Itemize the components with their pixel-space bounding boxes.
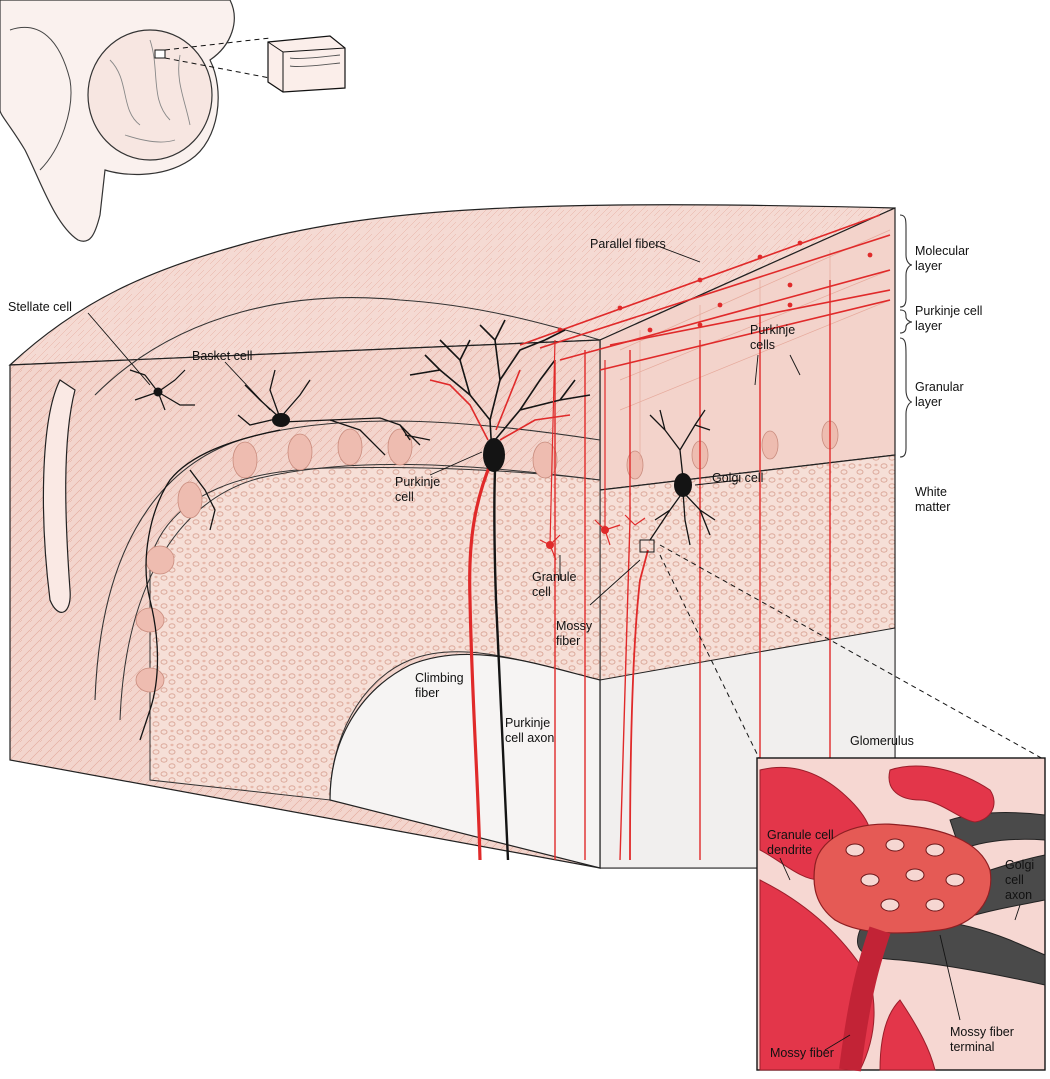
layer-label-molecular: Molecular layer bbox=[915, 244, 969, 274]
inset-title: Glomerulus bbox=[850, 734, 914, 749]
glomerulus-inset bbox=[757, 758, 1045, 1070]
label-mossy-fiber: Mossy fiber bbox=[556, 619, 592, 649]
brain-overview bbox=[0, 0, 345, 241]
label-purkinje-cells: Purkinje cells bbox=[750, 323, 795, 353]
label-basket-cell: Basket cell bbox=[192, 349, 252, 364]
layer-brackets bbox=[900, 215, 912, 457]
inset-label-mossy-fiber: Mossy fiber bbox=[770, 1046, 834, 1061]
layer-label-purkinje: Purkinje cell layer bbox=[915, 304, 982, 334]
cerebellum-overview bbox=[88, 30, 212, 160]
label-purkinje-cell: Purkinje cell bbox=[395, 475, 440, 505]
label-granule-cell: Granule cell bbox=[532, 570, 576, 600]
label-golgi-cell: Golgi cell bbox=[712, 471, 763, 486]
layer-label-white-matter: White matter bbox=[915, 485, 950, 515]
label-parallel-fibers: Parallel fibers bbox=[590, 237, 666, 252]
label-stellate-cell: Stellate cell bbox=[8, 300, 72, 315]
inset-label-golgi-axon: Golgi cell axon bbox=[1005, 858, 1034, 903]
label-climbing-fiber: Climbing fiber bbox=[415, 671, 464, 701]
inset-label-mossy-fiber-terminal: Mossy fiber terminal bbox=[950, 1025, 1014, 1055]
inset-label-granule-dendrite: Granule cell dendrite bbox=[767, 828, 834, 858]
label-purkinje-cell-axon: Purkinje cell axon bbox=[505, 716, 554, 746]
tissue-block-icon bbox=[268, 36, 345, 92]
layer-label-granular: Granular layer bbox=[915, 380, 964, 410]
